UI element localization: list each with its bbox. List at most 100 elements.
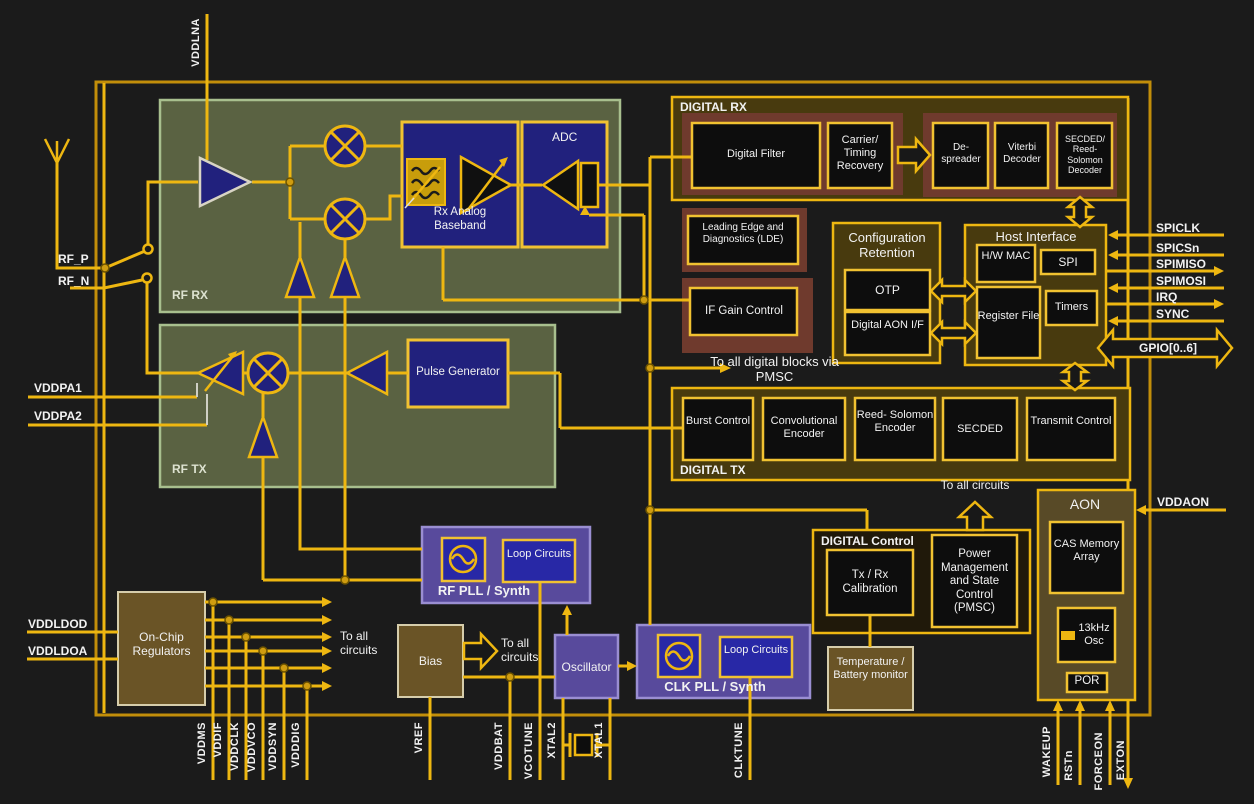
rf-tx-title: RF TX bbox=[172, 462, 207, 476]
clk-pll-title: CLK PLL / Synth bbox=[664, 679, 766, 694]
reg-to-all-note: To all circuits bbox=[340, 629, 378, 658]
pin-spimiso: SPIMISO bbox=[1156, 257, 1207, 271]
pin-vddclk: VDDCLK bbox=[229, 722, 241, 771]
oscillator-label: Oscillator bbox=[561, 660, 612, 674]
pmsc-up-arrow bbox=[955, 500, 995, 532]
spi-label: SPI bbox=[1058, 255, 1078, 269]
tx-buffer-icon bbox=[247, 413, 279, 459]
pin-vcotune: VCOTUNE bbox=[523, 722, 535, 780]
otp-regfile-arrow bbox=[929, 276, 978, 306]
pin-vref: VREF bbox=[413, 722, 425, 754]
bias-out-arrow bbox=[462, 630, 499, 672]
txrx-cal-label: Tx / Rx Calibration bbox=[842, 569, 898, 595]
despreader-box bbox=[931, 121, 990, 190]
pa-gain-arrow bbox=[204, 355, 234, 392]
por-label: POR bbox=[1074, 675, 1100, 687]
pin-clktune: CLKTUNE bbox=[733, 722, 745, 779]
baseband-label: Rx Analog Baseband bbox=[433, 206, 487, 232]
pin-vddpa1: VDDPA1 bbox=[34, 381, 82, 395]
adc-latch-icon bbox=[579, 161, 600, 209]
if-gain-box bbox=[688, 286, 799, 337]
regulators-block bbox=[117, 591, 206, 706]
pmsc-label: Power Management and State Control (PMSC… bbox=[940, 548, 1009, 615]
rs-encoder-label: Reed- Solomon Encoder bbox=[856, 409, 934, 434]
arrowheads bbox=[228, 157, 1224, 789]
temp-monitor-block bbox=[827, 646, 914, 711]
vga-gain-arrow bbox=[466, 161, 505, 212]
if-gain-label: IF Gain Control bbox=[705, 305, 783, 317]
conv-encoder-label: Convolutional Encoder bbox=[770, 415, 838, 440]
clk-loop-circuits-label: Loop Circuits bbox=[723, 644, 789, 656]
rf-loop-circuits-label: Loop Circuits bbox=[506, 548, 572, 560]
regulators-label: On-Chip Regulators bbox=[132, 630, 191, 659]
pin-vddldod: VDDLDOD bbox=[28, 617, 88, 631]
hw-mac-box bbox=[975, 243, 1037, 284]
cas-memory-box bbox=[1048, 520, 1125, 595]
register-file-box bbox=[975, 285, 1042, 360]
txrx-cal-box bbox=[825, 548, 915, 617]
secded-box bbox=[941, 396, 1019, 462]
otp-label: OTP bbox=[875, 283, 900, 297]
transmit-control-label: Transmit Control bbox=[1030, 415, 1112, 427]
carrier-timing-box bbox=[826, 121, 894, 190]
burst-control-label: Burst Control bbox=[685, 415, 751, 427]
carrier-timing-label: Carrier/ Timing Recovery bbox=[836, 134, 884, 172]
lo-buffer2-icon bbox=[329, 253, 361, 299]
transmit-control-box bbox=[1025, 396, 1117, 462]
pin-spicsn: SPICSn bbox=[1156, 241, 1200, 255]
despreader-label: De- spreader bbox=[941, 142, 981, 165]
lde-label: Leading Edge and Diagnostics (LDE) bbox=[702, 222, 784, 245]
pin-forceon: FORCEON bbox=[1093, 732, 1105, 791]
rf-rx-title: RF RX bbox=[172, 288, 208, 302]
timers-label: Timers bbox=[1054, 301, 1089, 313]
pin-spiclk: SPICLK bbox=[1156, 221, 1201, 235]
junction-dots bbox=[100, 177, 655, 691]
pin-exton: EXTON bbox=[1115, 740, 1127, 781]
bias-label: Bias bbox=[418, 654, 443, 668]
pin-rf-p: RF_P bbox=[58, 252, 89, 266]
digital-rx-title: DIGITAL RX bbox=[680, 100, 747, 114]
secded-rs-decoder-box bbox=[1055, 121, 1114, 190]
pin-rstn: RSTn bbox=[1063, 750, 1075, 781]
config-retention-title: Configuration Retention bbox=[848, 230, 926, 261]
xtal-crystal-box bbox=[573, 733, 594, 757]
otp-box bbox=[843, 268, 932, 312]
pin-rf-n: RF_N bbox=[58, 274, 90, 288]
lna-icon bbox=[198, 156, 253, 208]
mixer-x bbox=[252, 130, 361, 389]
lde-box bbox=[686, 214, 800, 266]
aonif-regfile-arrow bbox=[929, 318, 978, 348]
conv-encoder-box bbox=[761, 396, 847, 462]
clk-loop-circuits-box bbox=[718, 635, 794, 679]
digital-aon-if-box bbox=[843, 310, 932, 357]
pin-vddbat: VDDBAT bbox=[493, 722, 505, 771]
pin-vddpa2: VDDPA2 bbox=[34, 409, 82, 423]
cas-memory-label: CAS Memory Array bbox=[1053, 538, 1120, 563]
pin-wakeup: WAKEUP bbox=[1041, 726, 1053, 778]
oscillator-icons bbox=[448, 544, 694, 671]
digital-aon-if-label: Digital AON I/F bbox=[851, 319, 924, 331]
aon-title: AON bbox=[1069, 496, 1101, 512]
rf-switch-icon bbox=[141, 243, 154, 284]
pmsc-to-all-note: To all circuits bbox=[940, 478, 1010, 492]
digital-tx-title: DIGITAL TX bbox=[680, 463, 746, 477]
digital-control-title: DIGITAL Control bbox=[821, 534, 914, 548]
secded-label: SECDED bbox=[957, 423, 1003, 435]
pin-xtal1: XTAL1 bbox=[593, 722, 605, 759]
tx-amp-icon bbox=[344, 349, 389, 397]
pin-vddaon: VDDAON bbox=[1157, 495, 1210, 509]
temp-monitor-label: Temperature / Battery monitor bbox=[833, 656, 908, 681]
timers-box bbox=[1044, 289, 1099, 327]
hw-mac-label: H/W MAC bbox=[981, 250, 1031, 262]
viterbi-label: Viterbi Decoder bbox=[1003, 142, 1041, 165]
burst-control-box bbox=[681, 396, 755, 462]
filter-tune-arrow bbox=[411, 166, 441, 201]
oscillator-block bbox=[553, 633, 620, 700]
adc-comparator-icon bbox=[540, 158, 580, 212]
bias-to-all-note: To all circuits bbox=[501, 636, 539, 665]
pin-vddif: VDDIF bbox=[212, 722, 224, 758]
pmsc-box bbox=[930, 533, 1019, 629]
pin-vddldoa: VDDLDOA bbox=[28, 644, 88, 658]
